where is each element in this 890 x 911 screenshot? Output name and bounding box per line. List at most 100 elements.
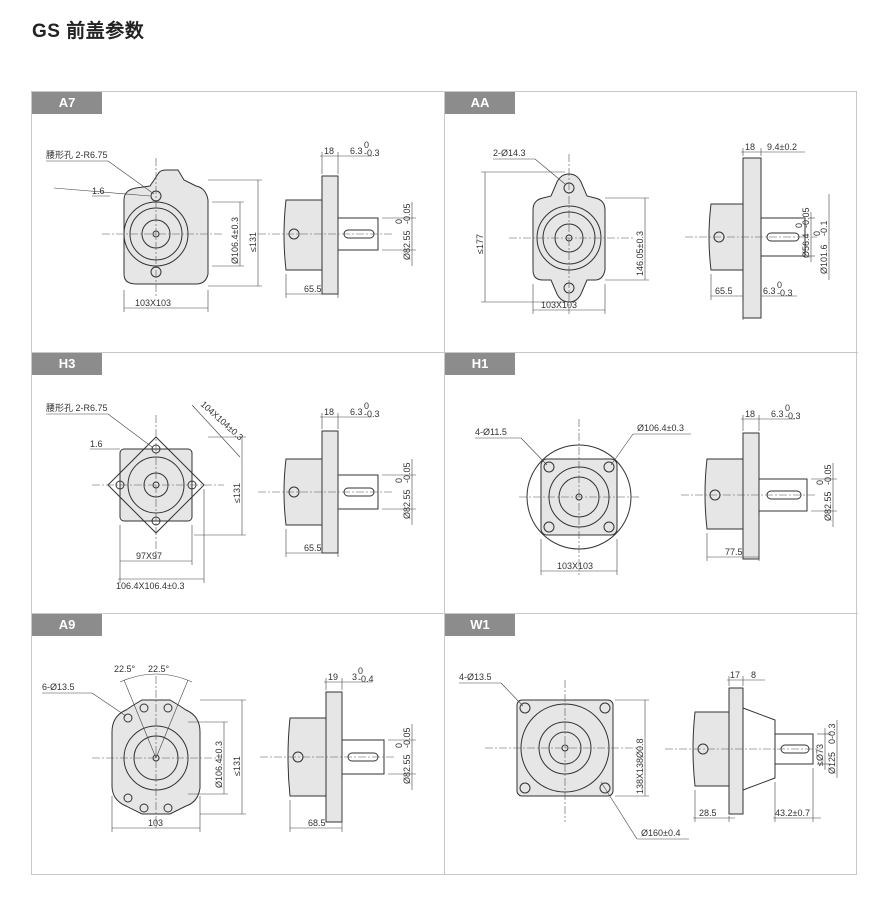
dim-flange: 19 [328, 672, 338, 682]
dim-hole: 腰形孔 2-R6.75 [46, 149, 108, 160]
panel-tag: H1 [445, 353, 515, 375]
panel-aa: AA 2-Ø14.3 ≤177 [445, 92, 858, 353]
hole-bl [519, 782, 531, 794]
dim-bore: Ø106.4±0.3 [214, 741, 224, 788]
hole-5 [139, 803, 149, 813]
dim-hole: 腰形孔 2-R6.75 [46, 402, 108, 413]
hole-br [603, 521, 615, 533]
dim-shaft-tol: -0.05 [402, 727, 412, 748]
leader-line [91, 692, 127, 717]
cover-params-grid: A7 103X103 腰形孔 2-R6.75 [31, 91, 858, 875]
dim-pilot-len: 9.4±0.2 [767, 142, 797, 152]
dim-flange: 18 [324, 146, 334, 156]
side-view: 18 9.4±0.2 65.5 6.3 0 -0.3 Ø56.4 -0.05 0… [685, 142, 830, 320]
dim-pilot-len: 8 [751, 670, 756, 680]
front-view: 4-Ø13.5 138X138Ø0.8 Ø160±0.4 [459, 672, 689, 840]
dim-shaft-dia: Ø56.4 [801, 233, 811, 258]
front-view: 4-Ø11.5 Ø106.4±0.3 103X103 [475, 419, 691, 575]
leader-line [600, 781, 638, 840]
dim-pilot2-len: 6.3 [763, 286, 776, 296]
leader-line [53, 187, 151, 197]
dim-pilot-len: 6.3 [350, 407, 363, 417]
dim-pilot-up: 0 [785, 403, 790, 413]
flange [728, 687, 744, 815]
front-view: 22.5° 22.5° 6-Ø13.5 Ø106.4±0.3 ≤131 103 [42, 664, 246, 832]
dim-shaft-dia: Ø82.55 [823, 491, 833, 521]
dim-pilot-len: 6.3 [771, 409, 784, 419]
dim-bore: Ø106.4±0.3 [230, 217, 240, 264]
dim-pilot-up: 0 [364, 401, 369, 411]
dim-pilot-tol: -0.3 [785, 411, 801, 421]
page-title: GS 前盖参数 [32, 21, 145, 42]
dim-shaft-len: 28.5 [699, 808, 717, 818]
dim-shaft-len: 65.5 [304, 543, 322, 553]
dim-shaft-len: 65.5 [304, 284, 322, 294]
dim-shaft-up: 0 [394, 478, 404, 483]
dim-shaft-dia-tol: -0.05 [801, 207, 811, 228]
hole-br [599, 782, 611, 794]
drawing-a9: 22.5° 22.5° 6-Ø13.5 Ø106.4±0.3 ≤131 103 [42, 664, 416, 832]
hole-2 [139, 703, 149, 713]
dim-pilot-tol: -0.3 [364, 409, 380, 419]
side-view: 18 6.3 0 -0.3 65.5 Ø82.55 -0.05 0 [258, 140, 416, 298]
dim-hole: 4-Ø13.5 [459, 672, 492, 682]
dim-bottom: 103X103 [557, 561, 593, 571]
dim-pilot2-up: 0 [777, 280, 782, 290]
dim-angle1: 22.5° [114, 664, 136, 674]
dim-shaft-up: 0 [394, 743, 404, 748]
hole-3 [163, 703, 173, 713]
panel-tag: A7 [32, 92, 102, 114]
leader-line [107, 160, 155, 195]
dim-pilot2-tol: -0.3 [777, 288, 793, 298]
dim-line [191, 404, 241, 458]
angle-ray [123, 679, 157, 759]
dim-shaft-tol: -0.05 [402, 462, 412, 483]
flange-outline [123, 169, 209, 285]
dim-shaft-len: 65.5 [715, 286, 733, 296]
panel-tag: AA [445, 92, 515, 114]
dim-shaft-dia-up: 0 [794, 223, 804, 228]
angle-ray [155, 679, 189, 759]
panel-tag: W1 [445, 614, 515, 636]
housing [708, 203, 744, 271]
leader-line [500, 682, 524, 707]
dim-hole: 4-Ø11.5 [475, 427, 507, 437]
dim-flange: 18 [745, 409, 755, 419]
flange [742, 157, 762, 319]
panel-w1: W1 4-Ø13.5 138X138Ø0.8 [445, 614, 858, 875]
dim-pilot-len: 6.3 [350, 146, 363, 156]
dim-bore: 146.05±0.3 [635, 231, 645, 276]
side-view: 18 6.3 0 -0.3 77.5 Ø82.55 -0.05 0 [681, 403, 837, 561]
dim-shaft-dia: ≤Ø73 [815, 744, 825, 766]
dim-pilot-tol: -0.4 [358, 674, 374, 684]
dim-flange: 18 [324, 407, 334, 417]
hole-tl [543, 461, 555, 473]
housing [283, 199, 323, 271]
leader-line [520, 437, 548, 466]
pilot-cone [742, 707, 776, 791]
panel-a9: A9 22.5° 22.5° 6-Ø13.5 [32, 614, 445, 875]
dim-hole: 6-Ø13.5 [42, 682, 75, 692]
dim-bottom2: 106.4X106.4±0.3 [116, 581, 185, 591]
drawing-h1: 4-Ø11.5 Ø106.4±0.3 103X103 [475, 403, 837, 575]
dim-pilot-dia: Ø101.6 [819, 244, 829, 274]
dim-height: ≤131 [232, 756, 242, 776]
dim-shaft-len: 77.5 [725, 547, 743, 557]
front-view: 腰形孔 2-R6.75 1.6 104X104±0.3 ≤131 97X97 1… [46, 399, 246, 591]
drawing-w1: 4-Ø13.5 138X138Ø0.8 Ø160±0.4 [459, 670, 838, 840]
side-view: 19 3 0 -0.4 68.5 Ø82.55 -0.05 0 [260, 666, 416, 832]
dim-height: ≤177 [475, 234, 485, 254]
hole-tr [603, 461, 615, 473]
flange [321, 175, 339, 295]
dim-shaft-up: 0 [815, 480, 825, 485]
dim-hole: 2-Ø14.3 [493, 148, 526, 158]
hole-bl [543, 521, 555, 533]
panel-h1: H1 4-Ø11.5 Ø106.4±0.3 [445, 353, 858, 614]
dim-shaft-dia: Ø82.55 [402, 754, 412, 784]
dim-pilot-up: 0 [358, 666, 363, 676]
front-view: 2-Ø14.3 ≤177 146.05±0.3 103X103 [475, 148, 649, 314]
housing [704, 458, 744, 530]
dim-square: 138X138Ø0.8 [635, 738, 645, 794]
drawing-h3: 腰形孔 2-R6.75 1.6 104X104±0.3 ≤131 97X97 1… [46, 399, 416, 591]
leader-line [610, 433, 634, 466]
